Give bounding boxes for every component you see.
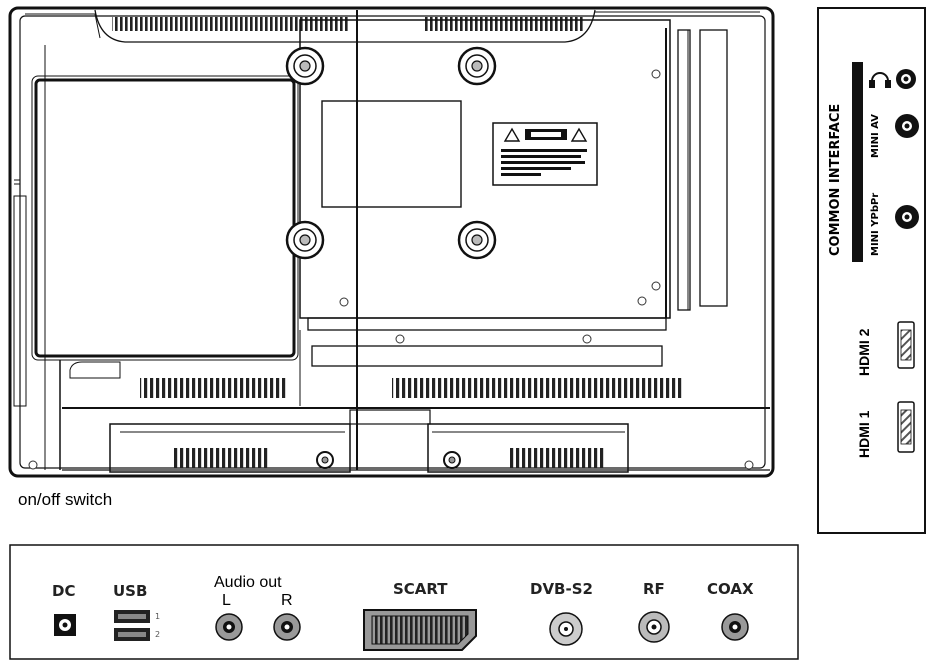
common-interface-slot bbox=[852, 62, 863, 262]
common-interface-label: COMMON INTERFACE bbox=[828, 103, 843, 256]
dvb-s2-label: DVB-S2 bbox=[530, 580, 593, 598]
top-vent-left bbox=[112, 17, 350, 31]
tv-back-housing bbox=[8, 6, 775, 478]
mini-ypbpr-jack[interactable] bbox=[895, 205, 919, 229]
audio-r-label: R bbox=[281, 592, 293, 609]
dc-label: DC bbox=[52, 582, 76, 600]
usb-port-1[interactable] bbox=[114, 610, 150, 623]
bottom-vent-left bbox=[140, 378, 288, 398]
stand-vent-left bbox=[172, 448, 270, 468]
vesa-mounting-screws bbox=[285, 46, 497, 260]
rf-connector[interactable] bbox=[638, 611, 670, 643]
coax-jack[interactable] bbox=[721, 613, 749, 641]
mini-av-label: MINI AV bbox=[870, 113, 881, 158]
hdmi-1-port[interactable] bbox=[897, 401, 915, 453]
dvb-s2-connector[interactable] bbox=[549, 612, 583, 646]
usb-port-2[interactable] bbox=[114, 628, 150, 641]
headphone-icon bbox=[869, 72, 891, 88]
warning-label bbox=[492, 122, 598, 186]
stand-vent-right bbox=[510, 448, 606, 468]
usb-label: USB bbox=[113, 582, 148, 600]
audio-out-l-jack[interactable] bbox=[215, 613, 243, 641]
mini-ypbpr-label: MINI YPbPr bbox=[870, 192, 881, 256]
usb-port-1-label: 1 bbox=[155, 612, 161, 621]
usb-port-2-label: 2 bbox=[155, 630, 161, 639]
hdmi-1-label: HDMI 1 bbox=[856, 410, 872, 458]
hdmi-2-label: HDMI 2 bbox=[856, 328, 872, 376]
lower-board-strips bbox=[299, 317, 667, 406]
scart-port[interactable] bbox=[363, 609, 477, 651]
warning-triangle-icon bbox=[503, 127, 588, 142]
bottom-vent-right bbox=[392, 378, 684, 398]
rf-label: RF bbox=[643, 580, 665, 598]
main-board bbox=[299, 19, 728, 319]
stand-base bbox=[109, 409, 629, 473]
mini-av-jack[interactable] bbox=[895, 114, 919, 138]
audio-l-label: L bbox=[222, 592, 231, 609]
audio-out-label: Audio out bbox=[214, 574, 282, 591]
dc-port[interactable] bbox=[54, 614, 76, 636]
scart-label: SCART bbox=[393, 580, 448, 598]
small-screws bbox=[28, 69, 754, 470]
chassis-lines bbox=[44, 10, 770, 471]
stand-screws bbox=[316, 451, 461, 469]
headphone-jack[interactable] bbox=[896, 69, 916, 89]
hdmi-2-port[interactable] bbox=[897, 321, 915, 369]
top-vent-right bbox=[425, 17, 583, 31]
coax-label: COAX bbox=[707, 580, 754, 598]
audio-out-r-jack[interactable] bbox=[273, 613, 301, 641]
left-cabinet bbox=[13, 75, 299, 407]
on-off-switch-label: on/off switch bbox=[18, 490, 113, 509]
